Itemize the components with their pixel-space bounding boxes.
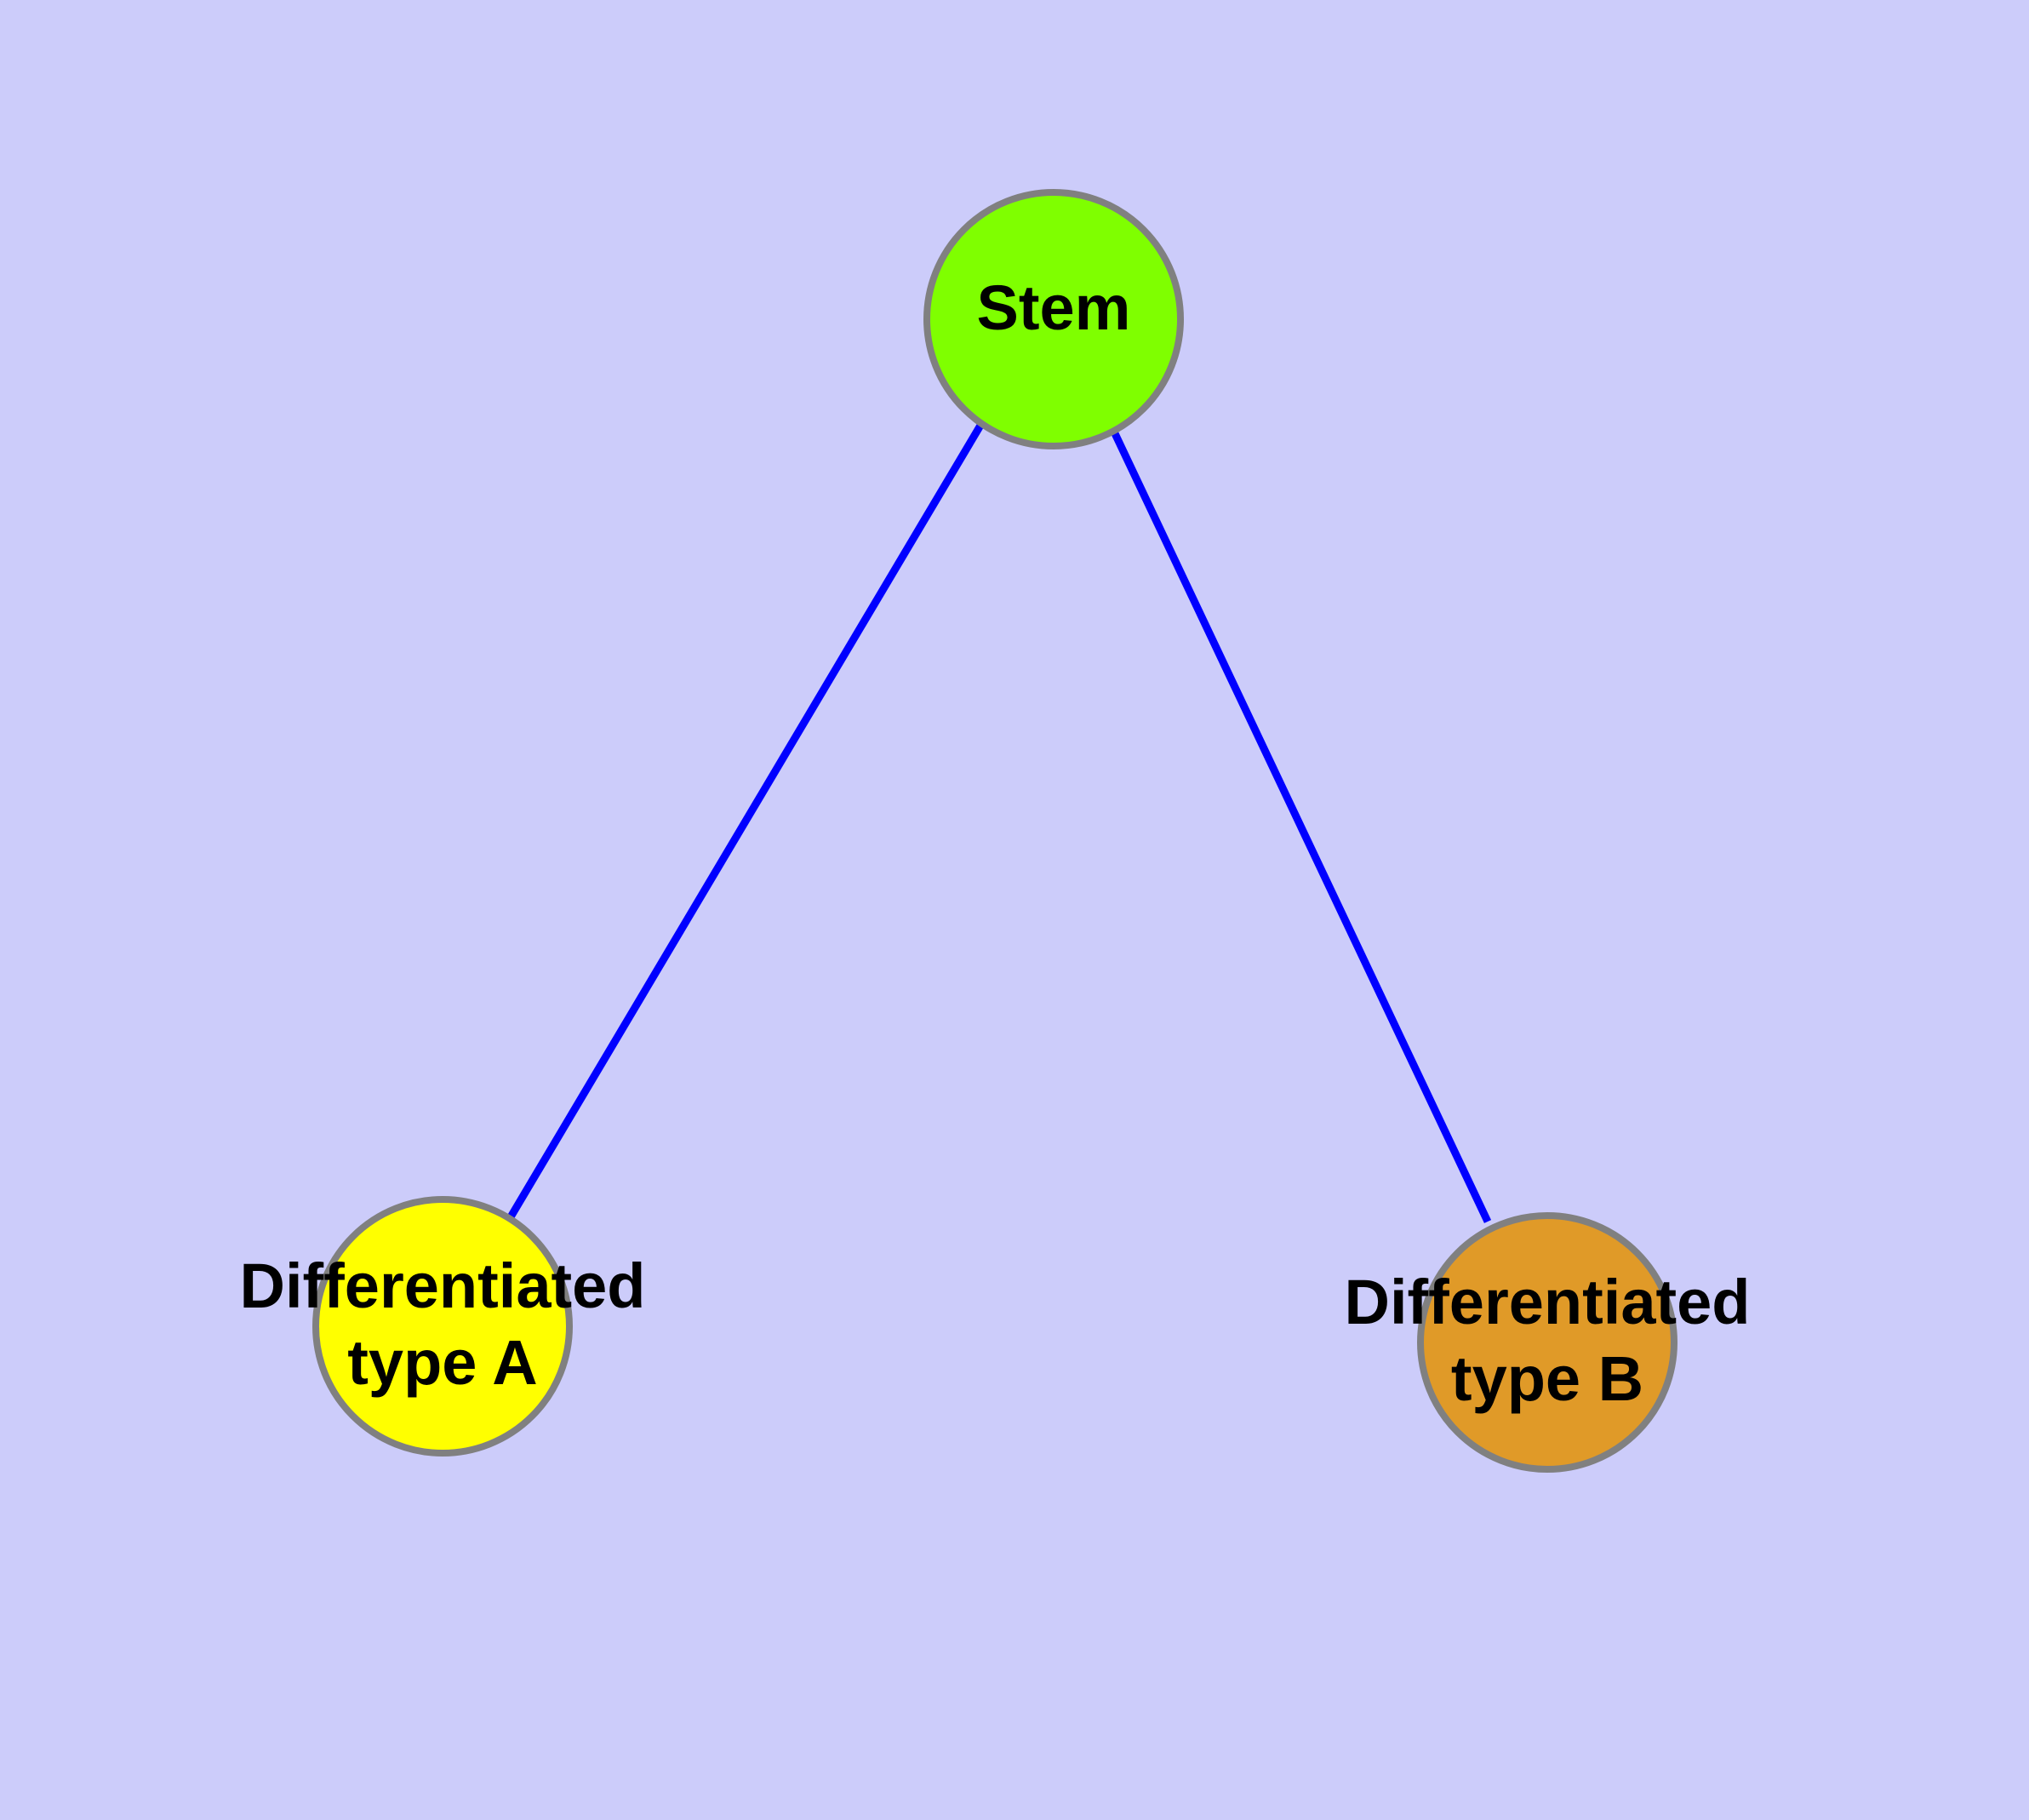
label-line: Differentiated: [240, 1251, 646, 1321]
node-differentiated-type-a[interactable]: [312, 1196, 573, 1457]
edge-stem-to-diff-a[interactable]: [506, 421, 985, 1222]
node-stem-circle[interactable]: [923, 189, 1184, 449]
label-line: type B: [1451, 1343, 1643, 1414]
label-line: type A: [347, 1327, 537, 1398]
node-layer: [312, 189, 1677, 1473]
node-stem-label: Stem: [977, 272, 1131, 343]
node-differentiated-type-b[interactable]: [1417, 1212, 1677, 1473]
node-differentiated-type-a-circle[interactable]: [312, 1196, 573, 1457]
label-line: Differentiated: [1345, 1267, 1751, 1337]
edge-stem-to-diff-b[interactable]: [1109, 428, 1492, 1223]
edge-layer: [506, 421, 1492, 1223]
node-differentiated-type-b-circle[interactable]: [1417, 1212, 1677, 1473]
label-line: Stem: [977, 272, 1131, 343]
node-stem[interactable]: [923, 189, 1184, 449]
